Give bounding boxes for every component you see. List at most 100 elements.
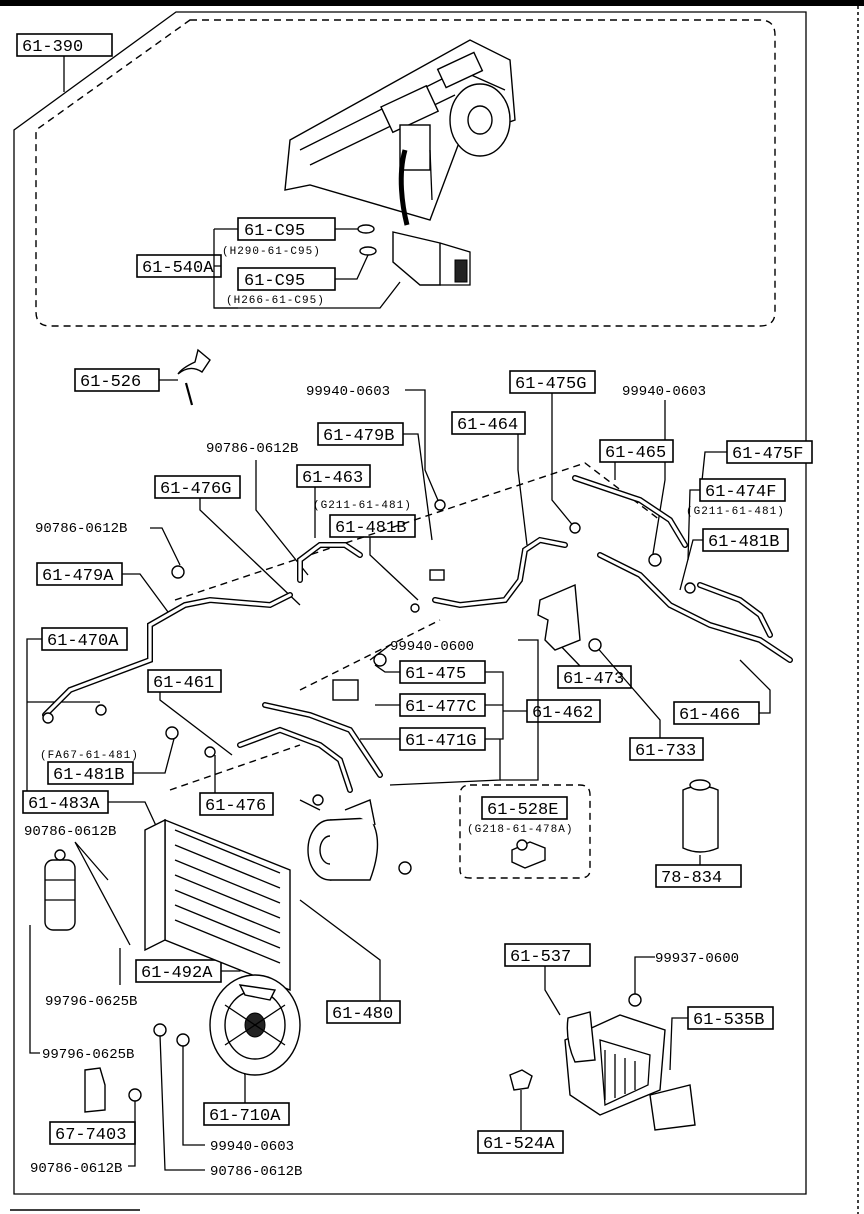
label-61-480: 61-480: [299, 899, 401, 1024]
svg-text:61-465: 61-465: [605, 444, 666, 463]
switch-assembly: [357, 224, 471, 286]
label-61-528e: 61-528E (G218-61-478A): [459, 784, 591, 879]
note-99937-0600: 99937-0600: [634, 951, 739, 1000]
fittings: [42, 499, 696, 1102]
svg-text:61-481B: 61-481B: [53, 766, 124, 785]
svg-text:61-464: 61-464: [457, 416, 518, 435]
svg-text:(G218-61-478A): (G218-61-478A): [467, 824, 573, 836]
svg-text:99940-0600: 99940-0600: [390, 639, 474, 655]
svg-text:99940-0603: 99940-0603: [622, 384, 706, 400]
label-61-483a: 61-483A: [22, 790, 159, 831]
label-61-c95-a: 61-C95 (H290-61-C95): [222, 217, 358, 258]
svg-text:(G211-61-481): (G211-61-481): [313, 500, 412, 512]
label-61-710a: 61-710A: [203, 1049, 290, 1126]
svg-text:(G211-61-481): (G211-61-481): [686, 506, 785, 518]
svg-text:61-479B: 61-479B: [323, 427, 394, 446]
label-61-475f: 61-475F: [699, 440, 813, 501]
svg-text:61-481B: 61-481B: [335, 519, 406, 538]
note-99940-0603-b: 99940-0603: [622, 384, 706, 561]
label-61-526: 61-526: [74, 348, 211, 406]
diagram-frame: [13, 11, 807, 1195]
label-61-733: 61-733: [594, 644, 704, 761]
svg-text:99940-0603: 99940-0603: [210, 1139, 294, 1155]
label-61-481b-right: 61-481B: [679, 528, 789, 591]
svg-text:90786-0612B: 90786-0612B: [206, 441, 298, 457]
svg-text:61-733: 61-733: [635, 742, 696, 761]
svg-text:61-471G: 61-471G: [405, 732, 476, 751]
label-61-475: 61-475: [374, 660, 486, 684]
svg-text:61-483A: 61-483A: [28, 795, 100, 814]
note-90786-0612b-a: 90786-0612B: [206, 441, 309, 576]
svg-text:61-462: 61-462: [532, 704, 593, 723]
svg-text:99937-0600: 99937-0600: [655, 951, 739, 967]
svg-text:90786-0612B: 90786-0612B: [35, 521, 127, 537]
svg-text:99796-0625B: 99796-0625B: [45, 994, 137, 1010]
svg-text:61-479A: 61-479A: [42, 567, 114, 586]
svg-text:61-526: 61-526: [80, 373, 141, 392]
note-90786-0612b-e: 90786-0612B: [159, 1034, 302, 1180]
svg-text:(H290-61-C95): (H290-61-C95): [222, 246, 321, 258]
svg-text:61-474F: 61-474F: [705, 483, 776, 502]
svg-text:61-477C: 61-477C: [405, 698, 476, 717]
svg-text:78-834: 78-834: [661, 869, 722, 888]
label-78-834: 78-834: [655, 779, 742, 888]
label-61-477c: 61-477C: [375, 693, 486, 717]
label-67-7403: 67-7403: [49, 1067, 136, 1167]
label-61-464: 61-464: [451, 411, 528, 546]
dashboard-illustration: [284, 39, 516, 226]
note-99796-0625b-b: 99796-0625B: [29, 925, 134, 1063]
svg-text:61-390: 61-390: [22, 38, 83, 57]
label-61-476g: 61-476G: [154, 475, 301, 606]
svg-text:61-537: 61-537: [510, 948, 571, 967]
svg-text:(H266-61-C95): (H266-61-C95): [226, 295, 325, 307]
svg-text:61-540A: 61-540A: [142, 259, 214, 278]
label-61-475g: 61-475G: [509, 370, 596, 529]
cooling-fan: [209, 974, 301, 1076]
label-61-481b-center: 61-481B: [329, 514, 419, 601]
label-61-466: 61-466: [673, 659, 771, 725]
label-61-474f: 61-474F (G211-61-481): [686, 478, 786, 561]
svg-text:61-475: 61-475: [405, 665, 466, 684]
svg-text:61-473: 61-473: [563, 670, 624, 689]
svg-text:61-475F: 61-475F: [732, 445, 803, 464]
svg-text:61-C95: 61-C95: [244, 272, 305, 291]
label-61-481b-left: (FA67-61-481) 61-481B: [40, 734, 176, 785]
svg-text:61-466: 61-466: [679, 706, 740, 725]
svg-text:61-461: 61-461: [153, 674, 214, 693]
svg-text:(FA67-61-481): (FA67-61-481): [40, 750, 139, 762]
svg-text:61-535B: 61-535B: [693, 1011, 764, 1030]
condenser: [144, 818, 291, 992]
note-99940-0600: 99940-0600: [369, 639, 474, 661]
label-61-461: 61-461: [147, 669, 233, 756]
svg-text:61-481B: 61-481B: [708, 533, 779, 552]
svg-text:61-492A: 61-492A: [141, 964, 213, 983]
top-border: [0, 0, 864, 6]
svg-text:61-476G: 61-476G: [160, 480, 231, 499]
note-99940-0603-c: 99940-0603: [182, 1045, 294, 1155]
label-61-479b: 61-479B: [317, 422, 433, 541]
svg-text:61-476: 61-476: [205, 797, 266, 816]
label-61-540a: 61-540A: [136, 228, 401, 309]
label-61-473: 61-473: [554, 639, 632, 689]
svg-text:61-480: 61-480: [332, 1005, 393, 1024]
label-61-462: 61-462: [389, 639, 601, 786]
evaporator-unit: [564, 1011, 696, 1131]
svg-text:61-528E: 61-528E: [487, 801, 558, 820]
label-61-463: 61-463 (G211-61-481): [296, 464, 412, 538]
label-61-471g: 61-471G: [360, 727, 486, 751]
label-61-537: 61-537: [504, 943, 591, 1016]
note-90786-0612b-c: 90786-0612B: [24, 824, 131, 946]
bracket-61-473: [537, 583, 581, 651]
dashboard-area-dashed: [35, 19, 776, 327]
label-61-476: 61-476: [199, 755, 274, 816]
svg-text:61-463: 61-463: [302, 469, 363, 488]
label-61-479a: 61-479A: [36, 562, 169, 613]
note-90786-0612b-d: 90786-0612B: [30, 1161, 122, 1177]
svg-text:61-475G: 61-475G: [515, 375, 586, 394]
note-99940-0603-a: 99940-0603: [306, 384, 441, 506]
note-99796-0625b-a: 99796-0625B: [45, 948, 137, 1010]
label-61-c95-b: 61-C95 (H266-61-C95): [226, 254, 369, 307]
svg-text:99796-0625B: 99796-0625B: [42, 1047, 134, 1063]
svg-text:61-470A: 61-470A: [47, 632, 119, 651]
